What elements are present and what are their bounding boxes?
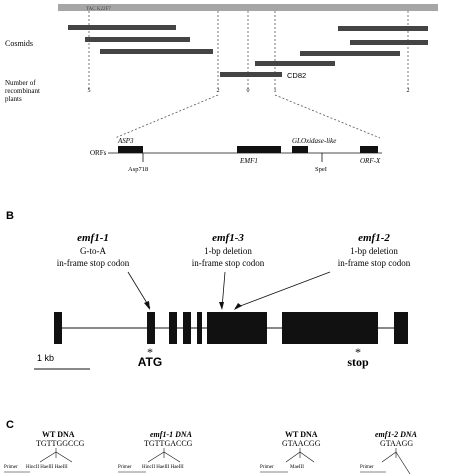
svg-text:emf1-2 DNA: emf1-2 DNA: [375, 430, 418, 439]
site-ticks: [142, 153, 323, 162]
recombinant-label-2: recombinant: [5, 87, 40, 95]
site-spei: SpeI: [315, 166, 327, 173]
cd82-label: CD82: [287, 71, 306, 80]
recombinant-label-3: plants: [5, 95, 22, 103]
svg-text:HincII HaeIII HaeIII: HincII HaeIII HaeIII: [26, 465, 68, 470]
svg-text:Primer: Primer: [360, 465, 374, 470]
panel-b-label: B: [6, 210, 14, 222]
mut-emf1-3-name: emf1-3: [212, 232, 244, 244]
panel-c-block-wt-1: WT DNA TGTTGGCCG HincII HaeIII HaeIII Pr…: [4, 430, 85, 473]
gene-emf1: EMF1: [239, 157, 258, 165]
gene-gloxidase: GLOxidase-like: [292, 137, 336, 145]
svg-text:MaeIII: MaeIII: [290, 465, 304, 470]
orf-gloxidase: [292, 146, 308, 153]
orf-boxes: [118, 146, 378, 153]
exon-5: [197, 312, 202, 344]
cosmid-bars: [68, 25, 428, 77]
count-2: 0: [247, 88, 250, 94]
orf-asp3: [118, 146, 143, 153]
stop-star: *: [355, 345, 361, 359]
count-1: 2: [217, 88, 220, 94]
exon-boxes: [54, 312, 408, 344]
atg-star: *: [147, 345, 153, 359]
orf-x: [360, 146, 378, 153]
exon-6: [207, 312, 267, 344]
svg-text:WT DNA: WT DNA: [42, 430, 75, 439]
count-0: 5: [88, 88, 91, 94]
exon-7: [282, 312, 378, 344]
mut-emf1-1-name: emf1-1: [77, 232, 109, 244]
mut-emf1-2-name: emf1-2: [358, 232, 390, 244]
exon-1: [54, 312, 62, 344]
orf-gene-labels: ASP3 EMF1 GLOxidase-like ORF-X: [117, 137, 381, 165]
svg-text:Primer: Primer: [260, 465, 274, 470]
count-4: 2: [407, 88, 410, 94]
panel-c-block-wt-2: WT DNA GTAACGG MaeIII Primer: [260, 430, 321, 473]
exon-3: [169, 312, 177, 344]
svg-text:TGTTGACCG: TGTTGACCG: [144, 439, 193, 448]
panel-c-block-emf1-2: emf1-2 DNA GTAAGG Primer: [360, 430, 418, 474]
mut-emf1-3-line2: in-frame stop codon: [192, 258, 265, 268]
exon-4: [183, 312, 191, 344]
mut-emf1-3-line1: 1-bp deletion: [204, 246, 252, 256]
stop-label: stop: [347, 355, 369, 369]
gene-orfx: ORF-X: [360, 157, 381, 165]
cosmids-label: Cosmids: [5, 39, 33, 48]
scale-label: 1 kb: [37, 353, 54, 363]
site-labels: Asp718 SpeI: [128, 166, 327, 173]
orfs-label: ORFs: [90, 149, 107, 157]
panel-c-block-emf1-1: emf1-1 DNA TGTTGACCG HincII HaeIII HaeII…: [118, 430, 193, 473]
atg-label: ATG: [138, 355, 162, 369]
svg-text:emf1-1 DNA: emf1-1 DNA: [150, 430, 193, 439]
mutation-annotations: emf1-1 G-to-A in-frame stop codon emf1-3…: [57, 232, 411, 268]
arrow-emf1-2: [234, 271, 331, 309]
gene-asp3: ASP3: [117, 137, 134, 145]
mut-emf1-1-line2: in-frame stop codon: [57, 258, 130, 268]
exon-8: [394, 312, 408, 344]
zoom-lines: [114, 94, 381, 139]
svg-text:HincII HaeIII HaeIII: HincII HaeIII HaeIII: [142, 465, 184, 470]
mutation-arrows: [127, 271, 331, 309]
mut-emf1-2-line1: 1-bp deletion: [350, 246, 398, 256]
svg-text:Primer: Primer: [118, 465, 132, 470]
arrow-heads: [144, 301, 242, 310]
tac-label: TAC K22F7: [86, 7, 111, 12]
mut-emf1-1-line1: G-to-A: [80, 246, 106, 256]
svg-text:GTAACGG: GTAACGG: [282, 439, 321, 448]
cd82-bar: [220, 72, 282, 77]
site-asp718: Asp718: [128, 166, 148, 173]
svg-text:Primer: Primer: [4, 465, 18, 470]
panel-c-label: C: [6, 419, 14, 431]
svg-text:TGTTGGCCG: TGTTGGCCG: [36, 439, 85, 448]
recombinant-label-1: Number of: [5, 79, 36, 87]
arrow-emf1-1: [127, 271, 151, 309]
svg-text:GTAAGG: GTAAGG: [380, 439, 413, 448]
orf-emf1: [237, 146, 281, 153]
svg-text:WT DNA: WT DNA: [285, 430, 318, 439]
tac-clone-bar: [58, 4, 438, 11]
mut-emf1-2-line2: in-frame stop codon: [338, 258, 411, 268]
count-3: 1: [274, 88, 277, 94]
exon-2: [147, 312, 155, 344]
recombinant-counts: 5 2 0 1 2: [88, 88, 410, 94]
